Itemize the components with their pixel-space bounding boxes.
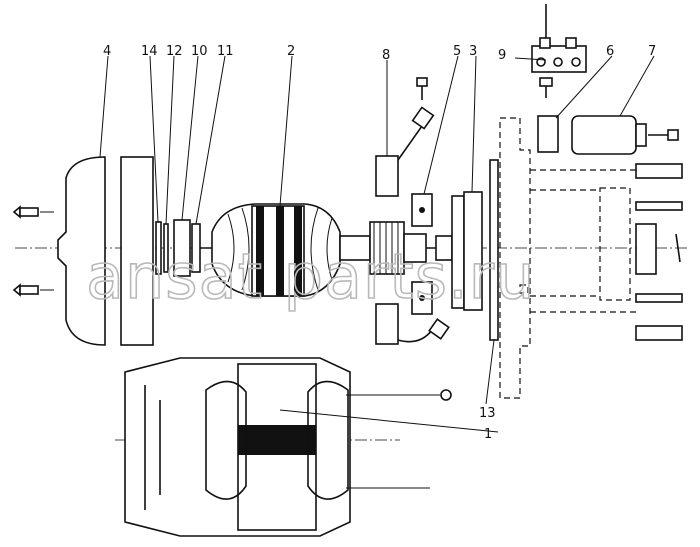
right-fasteners	[635, 163, 683, 341]
callout-14: 14	[141, 44, 158, 59]
callout-7: 7	[648, 44, 656, 59]
callout-12: 12	[166, 44, 183, 59]
brush-part-8	[375, 77, 450, 345]
callout-9: 9	[498, 48, 506, 63]
callout-6: 6	[606, 44, 614, 59]
end-cover-part-4	[57, 156, 154, 346]
callout-3: 3	[469, 44, 477, 59]
plunger-part-6	[537, 115, 559, 153]
callout-labels: 1 2 3 4 5 6 7 8 9 10 11 12 13 14	[103, 44, 656, 442]
terminal-block-part-9	[531, 4, 587, 98]
armature-part-2	[200, 203, 440, 297]
callout-4: 4	[103, 44, 111, 59]
leader-lines	[99, 55, 655, 433]
callout-1: 1	[484, 427, 492, 442]
watermark: ansat parts.ru	[86, 240, 536, 313]
rear-housing	[499, 117, 640, 399]
callout-10: 10	[191, 44, 208, 59]
callout-2: 2	[287, 44, 295, 59]
end-plate-part-3	[435, 191, 483, 311]
field-frame-part-1	[124, 357, 452, 537]
callout-11: 11	[217, 44, 234, 59]
solenoid-part-7	[571, 115, 679, 155]
callout-5: 5	[453, 44, 461, 59]
left-screws	[12, 205, 54, 297]
callout-8: 8	[382, 48, 390, 63]
callout-13: 13	[479, 406, 496, 421]
brush-holder-part-5	[411, 193, 433, 315]
